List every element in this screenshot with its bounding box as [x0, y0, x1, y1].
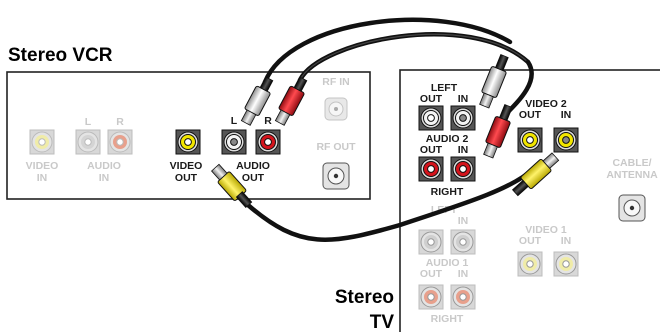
audio-left-cable[interactable] — [262, 17, 513, 85]
tv-video2-label: VIDEO 2 — [525, 98, 567, 110]
tv-video2-out-jack[interactable] — [517, 127, 543, 153]
tv-audio2-label: AUDIO 2 — [426, 133, 469, 145]
tv-left-label: LEFT — [431, 82, 458, 94]
vcr-audio-in-r-jack[interactable] — [107, 129, 133, 155]
tv-cable-antenna-label-2: ANTENNA — [606, 169, 658, 181]
tv-video2-in-label: IN — [561, 109, 572, 121]
vcr-video-out-label-1: VIDEO — [170, 160, 203, 172]
tv-audio1-right-label: RIGHT — [431, 313, 464, 325]
vcr-rf-in-jack[interactable] — [324, 97, 348, 121]
tv-audio1-left-in-label: IN — [458, 215, 469, 227]
video-cable[interactable] — [245, 167, 535, 242]
tv-cable-antenna-jack[interactable] — [618, 194, 646, 222]
vcr-audio-in-label-2: IN — [99, 172, 110, 184]
vcr-video-in-label-2: IN — [37, 172, 48, 184]
tv-video1-label: VIDEO 1 — [525, 224, 567, 236]
tv-audio2-left-in-plug[interactable] — [477, 53, 512, 109]
vcr-audio-out-l-label: L — [231, 115, 238, 127]
tv-video2-in-jack[interactable] — [553, 127, 579, 153]
tv-cable-antenna-label-1: CABLE/ — [612, 157, 651, 169]
vcr-audio-out-label-1: AUDIO — [236, 160, 270, 172]
vcr-title: Stereo VCR — [8, 45, 113, 66]
tv-audio2-left-in-jack[interactable] — [450, 105, 476, 131]
vcr-rf-in-label: RF IN — [322, 76, 349, 88]
tv-audio1-label: AUDIO 1 — [426, 257, 469, 269]
tv-audio2-left-out-jack[interactable] — [418, 105, 444, 131]
vcr-video-out-jack[interactable] — [175, 129, 201, 155]
tv-audio1-right-out-jack[interactable] — [418, 284, 444, 310]
vcr-audio-in-label-1: AUDIO — [87, 160, 121, 172]
tv-audio1-left-in-jack[interactable] — [450, 229, 476, 255]
vcr-audio-out-r-plug[interactable] — [273, 75, 311, 127]
tv-video2-in-plug[interactable] — [510, 151, 561, 199]
tv-video1-in-label: IN — [561, 235, 572, 247]
vcr-audio-in-l-jack[interactable] — [75, 129, 101, 155]
tv-audio1-right-in-jack[interactable] — [450, 284, 476, 310]
vcr-video-in-jack[interactable] — [29, 129, 55, 155]
vcr-audio-out-r-label: R — [264, 115, 272, 127]
tv-video2-out-label: OUT — [519, 109, 542, 121]
tv-audio1-left-out-jack[interactable] — [418, 229, 444, 255]
tv-title-line1: Stereo — [335, 287, 394, 308]
vcr-audio-out-l-jack[interactable] — [221, 129, 247, 155]
tv-audio2-right-out-label: OUT — [420, 144, 443, 156]
vcr-rf-out-label: RF OUT — [316, 141, 356, 153]
vcr-audio-in-l-label: L — [85, 116, 92, 128]
tv-audio2-right-out-jack[interactable] — [418, 156, 444, 182]
vcr-rf-out-jack[interactable] — [322, 162, 350, 190]
tv-audio1-out-label: OUT — [420, 268, 443, 280]
tv-video1-out-label: OUT — [519, 235, 542, 247]
tv-video1-out-jack[interactable] — [517, 251, 543, 277]
tv-audio2-right-in-jack[interactable] — [450, 156, 476, 182]
vcr-audio-out-r-jack[interactable] — [255, 129, 281, 155]
av-cable-bundle — [245, 17, 535, 242]
vcr-video-in-label-1: VIDEO — [26, 160, 59, 172]
tv-audio2-right-in-plug[interactable] — [481, 103, 516, 159]
tv-audio2-left-out-label: OUT — [420, 93, 443, 105]
tv-audio1-in-label: IN — [458, 268, 469, 280]
tv-audio2-right-label: RIGHT — [431, 186, 464, 198]
vcr-video-out-label-2: OUT — [175, 172, 198, 184]
vcr-video-out-plug[interactable] — [209, 162, 254, 210]
vcr-panel: Stereo VCR VIDEO IN L R AUDIO IN — [6, 45, 371, 200]
tv-audio2-left-in-label: IN — [458, 93, 469, 105]
tv-audio2-right-in-label: IN — [458, 144, 469, 156]
tv-video1-in-jack[interactable] — [553, 251, 579, 277]
vcr-audio-out-label-2: OUT — [242, 172, 265, 184]
tv-panel: Stereo TV LEFT OUT IN AUDIO 2 OUT IN — [335, 69, 660, 332]
tv-title-line2: TV — [370, 312, 395, 332]
vcr-audio-out-l-plug[interactable] — [239, 75, 277, 127]
vcr-audio-in-r-label: R — [116, 116, 124, 128]
